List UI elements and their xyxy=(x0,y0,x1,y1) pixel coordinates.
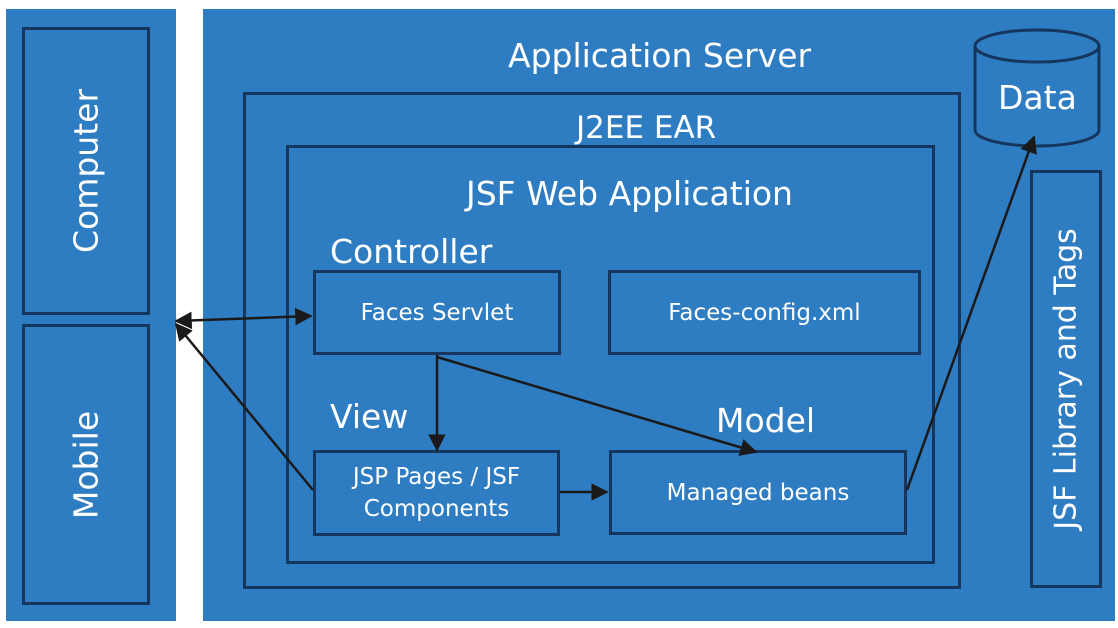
data-store-label: Data xyxy=(998,78,1077,117)
mobile-client-box: Mobile xyxy=(22,324,150,605)
managed-beans-label: Managed beans xyxy=(666,479,850,506)
faces-servlet-box: Faces Servlet xyxy=(313,270,561,355)
jsf-web-application-title: JSF Web Application xyxy=(466,174,793,213)
model-label: Model xyxy=(716,401,816,440)
jsp-pages-label-line2: Components xyxy=(363,496,510,522)
jsf-library-label: JSF Library and Tags xyxy=(1048,228,1084,530)
j2ee-ear-title: J2EE EAR xyxy=(576,110,717,146)
computer-label: Computer xyxy=(66,88,106,254)
faces-config-label: Faces-config.xml xyxy=(668,299,861,326)
controller-label: Controller xyxy=(330,232,493,271)
jsf-library-box: JSF Library and Tags xyxy=(1030,170,1102,588)
managed-beans-box: Managed beans xyxy=(609,450,907,535)
mobile-label: Mobile xyxy=(66,410,106,519)
computer-client-box: Computer xyxy=(22,27,150,315)
application-server-title: Application Server xyxy=(508,36,812,75)
view-label: View xyxy=(330,397,409,436)
faces-config-box: Faces-config.xml xyxy=(608,270,921,355)
jsp-pages-box: JSP Pages / JSF Components xyxy=(313,450,560,536)
jsp-pages-label-line1: JSP Pages / JSF xyxy=(352,463,521,490)
faces-servlet-label: Faces Servlet xyxy=(360,299,514,326)
